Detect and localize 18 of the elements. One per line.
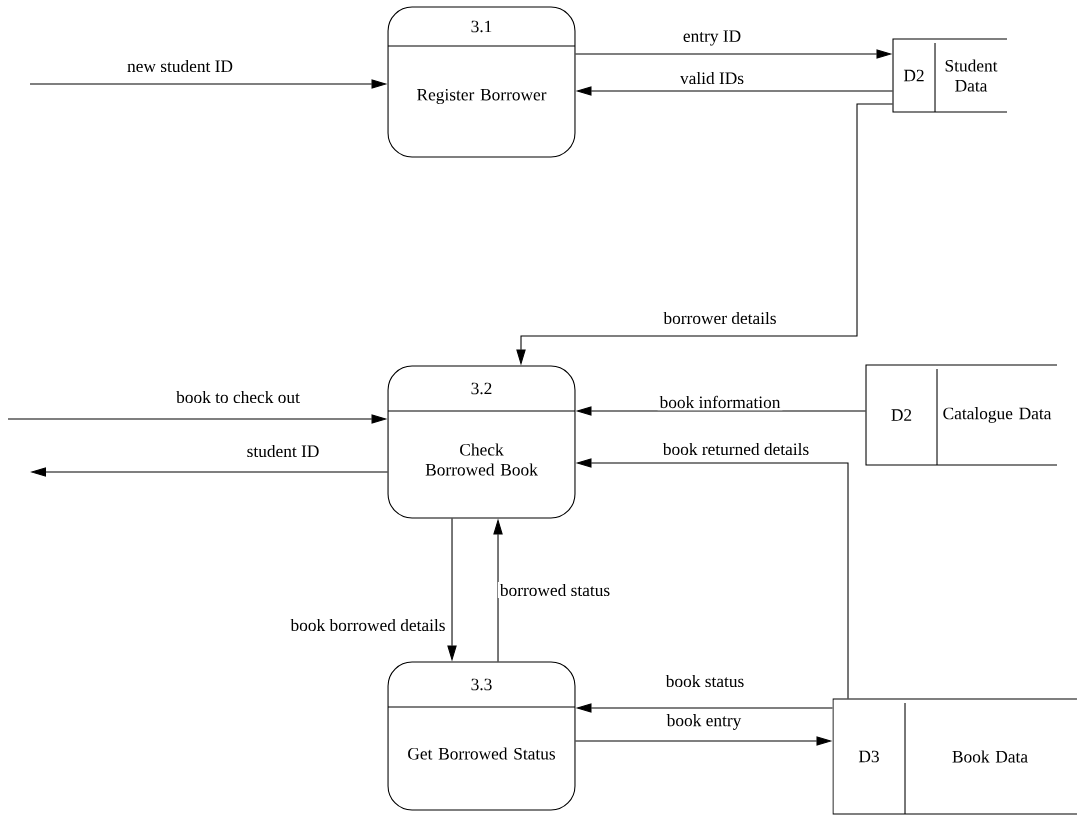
- edge-label: book to check out: [174, 388, 302, 406]
- edge-label: valid IDs: [678, 69, 746, 87]
- data-store: D2 Catalogue Data: [865, 364, 1058, 466]
- edge-label: book status: [663, 672, 747, 690]
- edge-label: student ID: [244, 442, 322, 460]
- edge-label: borrowed status: [497, 581, 613, 599]
- edge-label: book returned details: [660, 440, 812, 458]
- edge-label: book entry: [664, 712, 744, 732]
- process-box: 3.2 Check Borrowed Book: [387, 365, 576, 519]
- process-box: 3.1 Register Borrower: [387, 6, 576, 158]
- data-store: D3 Book Data: [832, 698, 1077, 815]
- edge-label: new student ID: [125, 57, 235, 75]
- edge-label: book borrowed details: [288, 616, 448, 634]
- edge-label: entry ID: [680, 28, 744, 48]
- process-box: 3.3 Get Borrowed Status: [387, 661, 576, 811]
- data-store: D2 Student Data: [892, 38, 1008, 113]
- edge-label: book information: [657, 393, 783, 411]
- edge-label: borrower details: [661, 309, 779, 327]
